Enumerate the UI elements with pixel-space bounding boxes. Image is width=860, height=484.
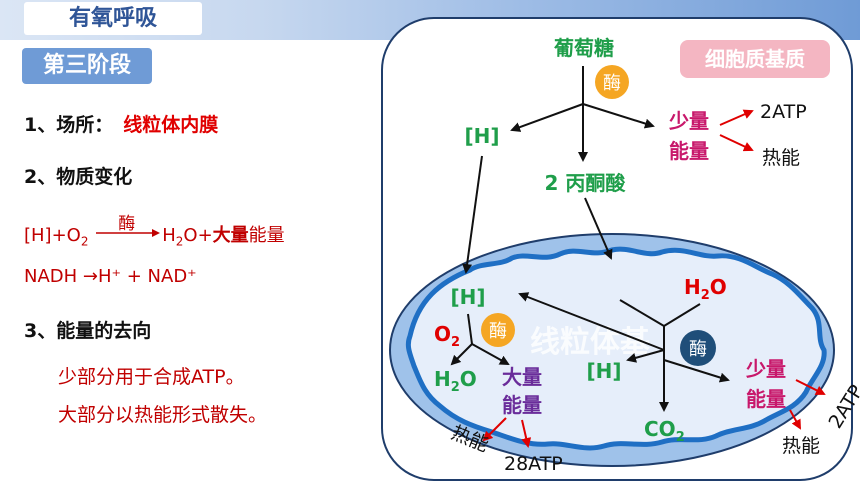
equation-tail: 能量 — [248, 225, 285, 246]
cytoplasm-label-box — [680, 40, 830, 78]
mito-co2: CO2 — [644, 417, 685, 445]
equation-product-tail: O+ — [183, 225, 213, 246]
arrow-to-atp-right — [795, 379, 826, 395]
arrow-to-heat-right — [789, 409, 801, 430]
arrow-to-heat-left — [482, 417, 507, 442]
atp-top-label: 2ATP — [760, 101, 807, 123]
heat-right-label: 热能 — [782, 435, 820, 457]
small-energy-right-2: 能量 — [746, 387, 786, 411]
small-energy-top-2: 能量 — [669, 139, 709, 163]
heat-top-label: 热能 — [762, 147, 800, 169]
equation-product-sub: 2 — [175, 234, 184, 249]
mito-h-right: [H] — [586, 359, 621, 383]
enzyme-right-label: 酶 — [689, 339, 707, 360]
fate-large: 大部分以热能形式散失。 — [58, 404, 268, 426]
arrow-h-into-mito — [462, 155, 483, 274]
arrow-to-mito-h-left — [518, 292, 665, 351]
mito-watermark: 线粒体基 — [530, 325, 650, 360]
big-energy-2: 能量 — [502, 393, 542, 417]
mitochondrion-inner-membrane — [405, 246, 827, 451]
small-energy-top-1: 少量 — [668, 109, 709, 133]
cytoplasm-label: 细胞质基质 — [705, 47, 805, 71]
arrow-to-h-right — [626, 349, 665, 363]
item-material-change: 2、物质变化 — [24, 166, 133, 188]
mito-o2: O2 — [434, 322, 460, 350]
atp-left-label: 28ATP — [504, 453, 563, 475]
small-energy-right-1: 少量 — [745, 357, 786, 381]
page-title: 有氧呼吸 — [24, 2, 202, 35]
equation-nadh: NADH →H⁺ + NAD⁺ — [24, 266, 197, 287]
fate-small: 少部分用于合成ATP。 — [58, 366, 245, 388]
arrow-to-small-energy — [582, 103, 655, 129]
arrow-pyruvate-into-mito — [584, 197, 613, 260]
enzyme-left-icon — [481, 313, 515, 347]
equation-arrow: 酶 — [96, 214, 161, 246]
arrow-to-big-energy — [471, 343, 510, 365]
mito-h2o-left: H2O — [434, 367, 477, 395]
equation-arrow-icon — [96, 229, 161, 237]
enzyme-right-icon — [680, 330, 716, 366]
enzyme-top-label: 酶 — [603, 73, 621, 94]
item-location-label: 1、场所： — [24, 114, 114, 136]
item-location: 1、场所： 线粒体内膜 — [24, 110, 218, 137]
equation-bold: 大量 — [212, 225, 249, 246]
arrow-to-heat-top — [719, 134, 754, 152]
arrow-to-h — [510, 103, 584, 132]
equation-left-sub: 2 — [80, 234, 89, 249]
equation-enzyme: 酶 — [118, 214, 136, 234]
mito-h2o-right: H2O — [684, 275, 727, 303]
arrow-to-atp-left — [521, 419, 532, 448]
pyruvate-label: 2 丙酮酸 — [545, 171, 627, 195]
item-location-value: 线粒体内膜 — [123, 114, 219, 136]
enzyme-left-label: 酶 — [489, 321, 507, 342]
mito-h-left: [H] — [450, 285, 485, 309]
big-energy-1: 大量 — [502, 365, 542, 389]
glucose-label: 葡萄糖 — [553, 36, 614, 60]
arrow-to-h2o-left — [450, 343, 473, 366]
left-stem — [467, 313, 473, 345]
equation-left: [H]+O — [24, 225, 81, 246]
equation-product-h: H — [162, 225, 176, 246]
equation-main: [H]+O2 酶 H2O+大量能量 — [24, 214, 285, 249]
h-label-top: [H] — [464, 124, 499, 148]
stage-badge: 第三阶段 — [22, 48, 152, 84]
arrow-to-small-energy-right — [663, 359, 730, 383]
right-branch-right — [663, 303, 701, 327]
item-energy-fate: 3、能量的去向 — [24, 320, 152, 342]
right-branch-left — [619, 299, 665, 327]
enzyme-top-icon — [595, 65, 629, 99]
arrow-to-atp-top — [719, 109, 754, 126]
